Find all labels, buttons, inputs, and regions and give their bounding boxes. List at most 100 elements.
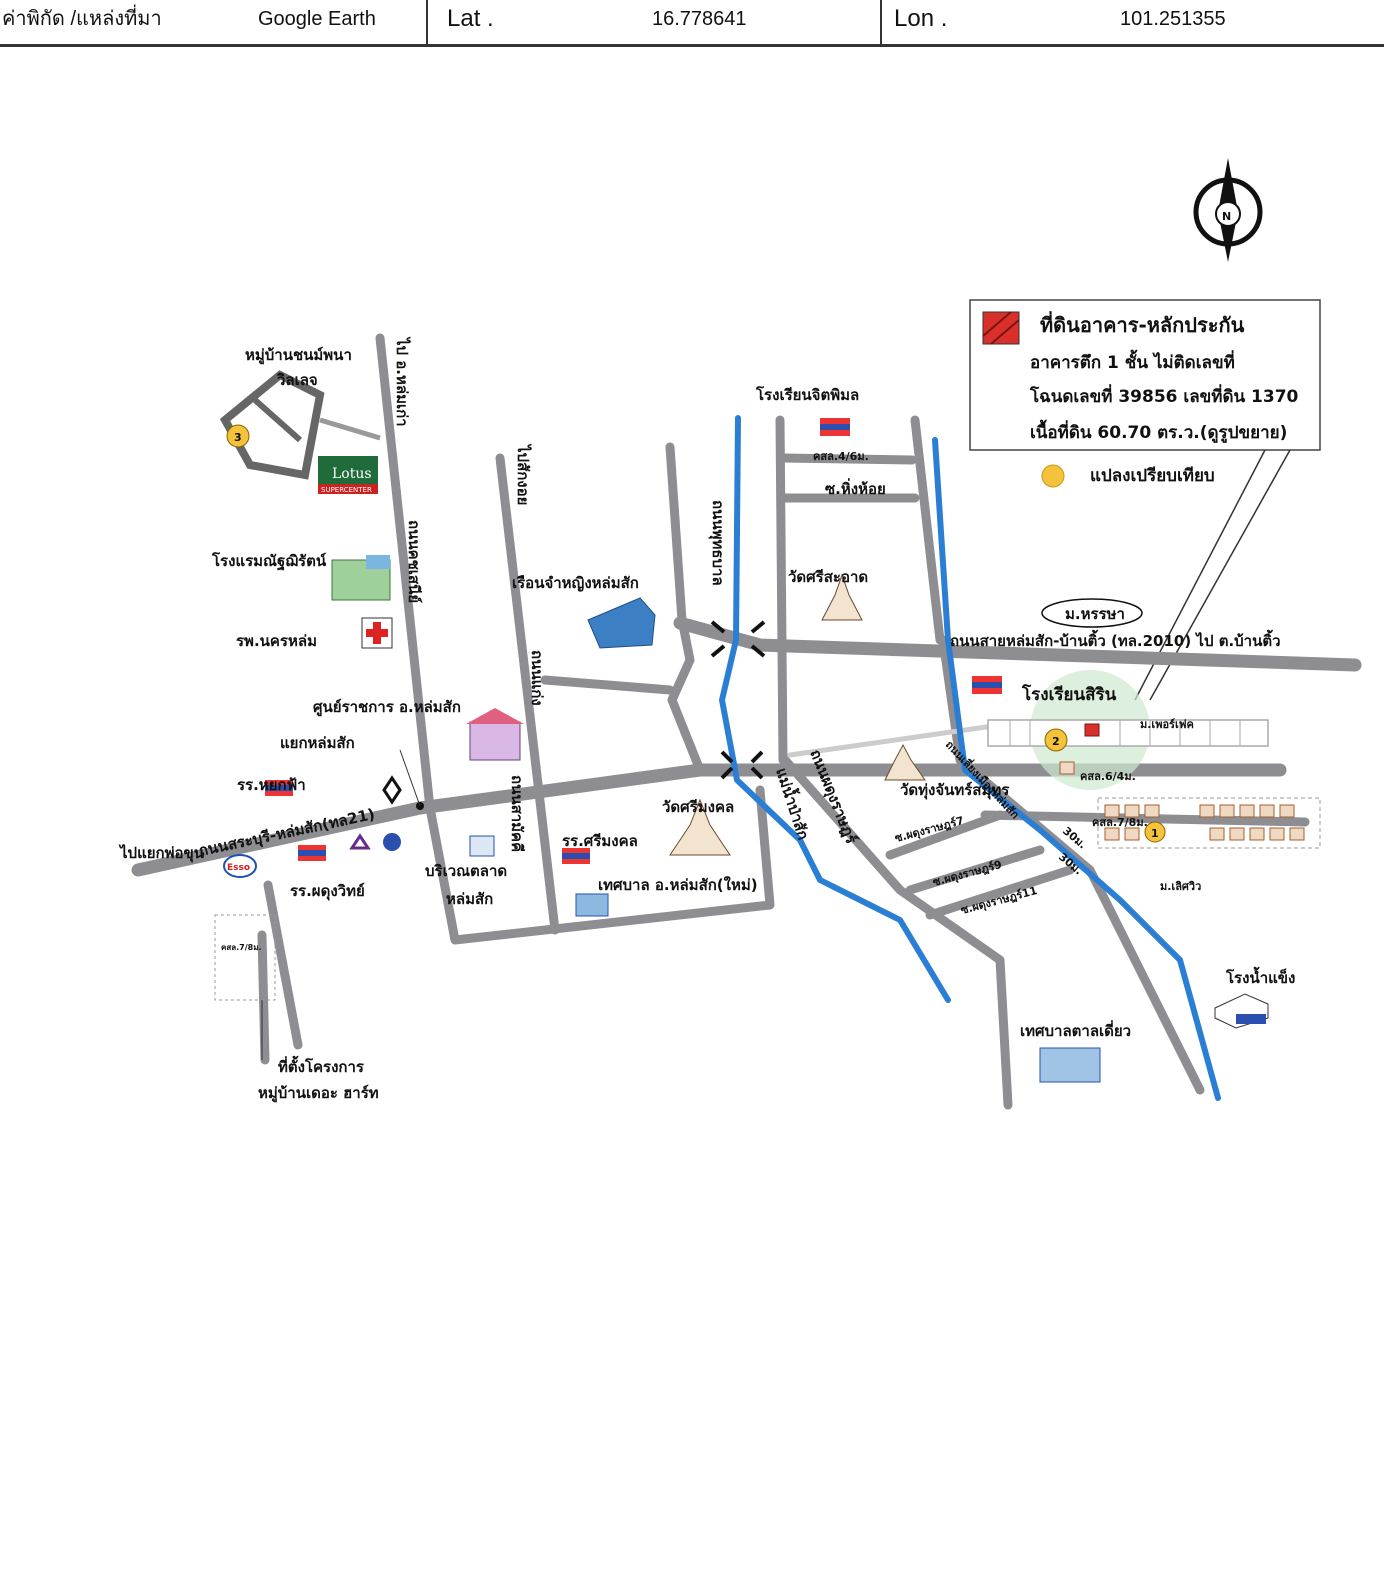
label-m-paradise: ม.เพอร์เฟค — [1140, 718, 1194, 731]
legend-box — [969, 299, 1321, 451]
label-talediao: เทศบาลตาลเดี่ยว — [1020, 1020, 1131, 1040]
compare-marker-icon — [1041, 464, 1065, 488]
road-kaeng — [495, 453, 560, 935]
label-road-saraburi: ถนนสระบุรี-หล่มสัก(ทล21) — [197, 805, 377, 861]
label-to-lomkao: ไป อ.หล่มเก่า — [393, 336, 412, 427]
compare-marker-2 — [1044, 728, 1068, 752]
label-road-bantiu: ถนนสายหล่มสัก-บ้านติ้ว (ทล.2010) ไป ต.บ้… — [950, 629, 1281, 650]
brand-icons — [349, 833, 401, 851]
label-project-site: ที่ตั้งโครงการ — [278, 1055, 365, 1076]
label-prison: เรือนจำหญิงหล่มสัก — [512, 574, 639, 592]
legend-compare-label: แปลงเปรียบเทียบ — [1090, 465, 1215, 486]
road-light — [787, 722, 1003, 758]
village-icon — [219, 370, 381, 480]
label-kosol-small: คสล.7/8ม. — [221, 943, 262, 952]
subject-marker-icon — [1084, 723, 1100, 737]
header-bar: ค่าพิกัด /แหล่งที่มา Google Earth Lat . … — [0, 0, 1384, 47]
m-hansa-badge — [1041, 598, 1143, 628]
label-ice-factory: โรงน้ำแข็ง — [1225, 966, 1295, 987]
label-kosol6: คสล.6/4ม. — [1080, 770, 1136, 783]
soi7 — [885, 810, 1005, 860]
marker-2-label: 2 — [1052, 735, 1060, 748]
lon-label: Lon . — [894, 5, 948, 32]
road-side — [540, 675, 675, 695]
soi9 — [905, 845, 1045, 895]
label-govt-center: ศูนย์ราชการ อ.หล่มสัก — [313, 698, 461, 717]
compass-letter: N — [1222, 210, 1231, 223]
label-road-kaeng: ถนนแก่ง — [528, 650, 546, 706]
label-market: บริเวณตลาด — [425, 862, 507, 880]
label-wat-srimongkol: วัดศรีมงคล — [662, 798, 734, 816]
label-road-samakkhi: ถนนสามัคคี — [508, 775, 526, 852]
label-to-phokhun: ไปแยกพ่อขุน — [118, 843, 205, 863]
lat-label: Lat . — [447, 5, 494, 32]
junction-marker-icon — [382, 749, 424, 810]
legend-title: ที่ดินอาคาร-หลักประกัน — [1040, 310, 1245, 337]
label-project-name: หมู่บ้านเดอะ ฮาร์ท — [258, 1084, 379, 1103]
soi-kosol4 — [778, 453, 917, 465]
header-divider — [880, 0, 882, 44]
label-to-sakngoi: ไปสักงอย — [514, 443, 533, 505]
subject-property-zone — [987, 670, 1269, 790]
label-school-jitpimol: โรงเรียนจิตพิมล — [755, 385, 859, 404]
esso-logo: Esso — [223, 854, 257, 878]
talediao-building-icon — [1039, 1047, 1101, 1083]
label-soi-hinghoi: ซ.หิ่งห้อย — [825, 478, 886, 498]
municipality-icon — [575, 893, 609, 917]
label-school-srimongkol: รร.ศรีมงคล — [562, 832, 638, 850]
svg-text:Lotus: Lotus — [332, 466, 372, 482]
legend-line2: โฉนดเลขที่ 39856 เลขที่ดิน 1370 — [1029, 384, 1299, 407]
subject-swatch-icon — [982, 311, 1020, 345]
label-kosol7: คสล.7/8ม. — [1092, 816, 1148, 829]
ice-factory-icon — [1214, 993, 1269, 1029]
legend-line3: เนื้อที่ดิน 60.70 ตร.ว.(ดูรูปขยาย) — [1030, 419, 1287, 444]
compare-marker-3 — [226, 424, 250, 448]
bridge-icon — [710, 620, 766, 780]
road-phuttha — [665, 442, 705, 775]
market-icon — [469, 835, 495, 857]
label-road-kotchasen: ถนนคชเสนีย์ — [405, 520, 423, 603]
river-pasak — [719, 415, 951, 1003]
label-municipality: เทศบาล อ.หล่มสัก(ใหม่) — [598, 876, 758, 894]
label-m-hansa: ม.หรรษา — [1065, 605, 1125, 623]
label-school-yokfa: รร.หยกฟ้า — [237, 776, 306, 794]
label-kosol4: คสล.4/6ม. — [813, 450, 869, 463]
source-label: ค่าพิกัด /แหล่งที่มา — [2, 8, 162, 30]
label-village-2: วิลเลจ — [276, 371, 317, 389]
label-road-bypass: ถนนเลี่ยงเมืองหล่มสัก — [943, 737, 1024, 822]
label-lomsak-junction: แยกหล่มสัก — [280, 734, 355, 752]
road-market-loop — [425, 785, 775, 945]
project-site-box — [214, 914, 276, 1060]
hospital-icon — [361, 617, 393, 649]
header-divider — [426, 0, 428, 44]
label-m-lerts: ม.เลิศวิว — [1160, 880, 1201, 893]
river-east — [932, 437, 1221, 1101]
housing-cluster-icon — [1059, 761, 1321, 849]
north-arrow-icon: N — [1193, 158, 1263, 262]
label-school-phadung: รร.ผดุงวิทย์ — [290, 882, 365, 901]
road-kosol7 — [980, 810, 1310, 827]
lon-value: 101.251355 — [1120, 8, 1226, 30]
road-bantiu — [673, 616, 1362, 672]
compare-marker-1 — [1144, 821, 1166, 843]
school-icon — [265, 418, 1002, 864]
label-wat-tung: วัดทุ่งจันทร์สมุทร — [900, 781, 1010, 800]
marker-3-label: 3 — [234, 431, 242, 444]
prison-icon — [587, 597, 656, 649]
label-hospital: รพ.นครหล่ม — [236, 632, 317, 650]
source-value: Google Earth — [258, 8, 376, 30]
road-vertical — [775, 415, 788, 765]
label-hotel: โรงแรมณัฐฌิรัตน์ — [211, 551, 327, 571]
label-road-phuttha: ถนนพุทธบาล — [708, 500, 727, 586]
label-market-2: หล่มสัก — [446, 890, 493, 908]
map-labels: หมู่บ้านชนม์พนา วิลเลจ ไป อ.หล่มเก่า โรง… — [118, 336, 1295, 1103]
legend: ที่ดินอาคาร-หลักประกัน อาคารตึก 1 ชั้น ไ… — [969, 299, 1321, 701]
label-school-sirin: โรงเรียนสิริน — [1021, 684, 1117, 705]
rivers — [719, 415, 1221, 1101]
road-saraburi — [131, 763, 1287, 877]
road-project-a — [257, 930, 270, 1065]
temple-icon — [669, 573, 926, 856]
lotus-logo: Lotus SUPERCENTER — [318, 456, 378, 494]
marker-1-label: 1 — [1151, 827, 1159, 840]
government-building-icon — [466, 708, 524, 761]
